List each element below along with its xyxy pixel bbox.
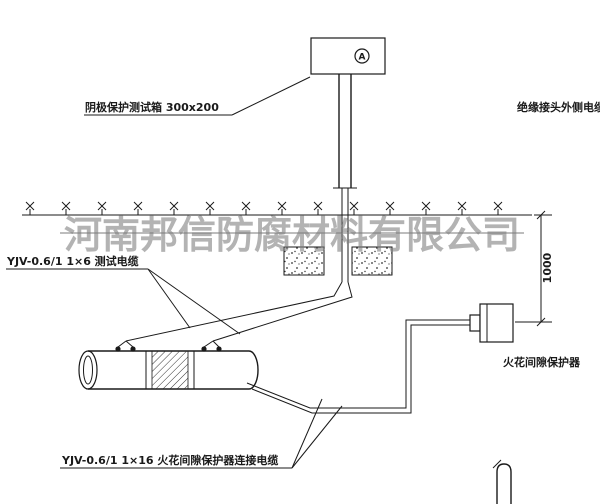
spark-gap-protector xyxy=(469,303,514,343)
ground-line xyxy=(22,201,532,216)
dimension-1000: 1000 xyxy=(515,210,554,327)
ammeter-symbol xyxy=(354,48,370,64)
conduit-post xyxy=(333,74,357,282)
concrete-blocks xyxy=(283,246,393,276)
spark-gap-protector-label: 火花间隙保护器 xyxy=(503,355,581,369)
cable-lugs xyxy=(115,340,222,352)
dimension-value: 1000 xyxy=(541,252,554,283)
leader-test-box xyxy=(84,76,311,116)
watermark-text: 河南邦信防腐材料有限公司 xyxy=(64,213,520,257)
test-cables xyxy=(125,281,353,342)
watermark: 河南邦信防腐材料有限公司 xyxy=(60,213,524,257)
protector-cable-label: YJV-0.6/1 1×16 火花间隙保护器连接电缆 xyxy=(61,453,278,467)
insulating-joint xyxy=(151,350,189,390)
leader-protector-cable xyxy=(60,398,343,469)
ammeter-label: A xyxy=(359,53,366,63)
pipe xyxy=(78,350,259,390)
protector-cable-run xyxy=(246,319,478,414)
test-box: A xyxy=(310,37,386,75)
insulated-joint-cable-label: 绝缘接头外侧电缆 xyxy=(517,100,600,114)
leader-test-cable xyxy=(6,268,241,335)
riser-symbol xyxy=(492,459,512,504)
test-cable-label: YJV-0.6/1 1×6 测试电缆 xyxy=(6,254,139,268)
test-box-label: 阴极保护测试箱 300x200 xyxy=(85,100,219,114)
